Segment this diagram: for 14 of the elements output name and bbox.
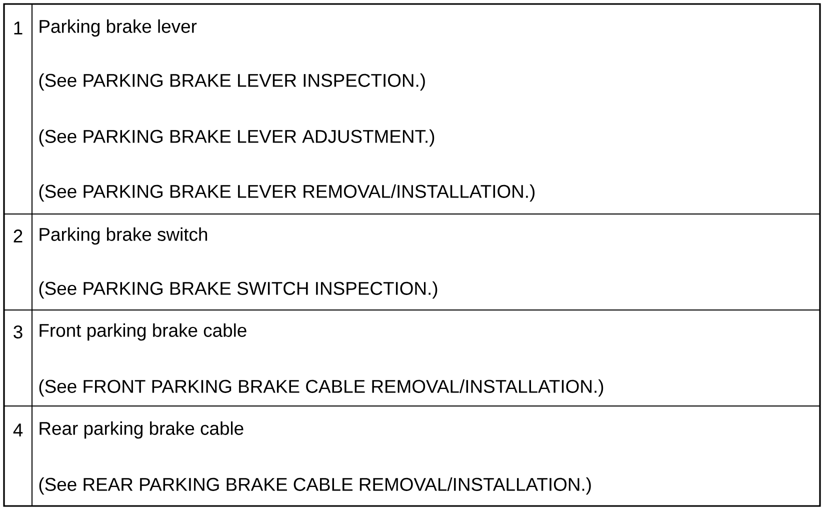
reference-note: (See FRONT PARKING BRAKE CABLE REMOVAL/INSTALLATION.): [39, 379, 604, 397]
reference-note: (See REAR PARKING BRAKE CABLE REMOVAL/INSTALLATION.): [39, 477, 591, 495]
row-number: 1: [14, 22, 22, 34]
part-name: Rear parking brake cable: [40, 421, 244, 439]
reference-note: (See PARKING BRAKE LEVER ADJUSTMENT.): [39, 129, 434, 147]
part-name: Parking brake lever: [40, 19, 197, 37]
reference-note: (See PARKING BRAKE LEVER INSPECTION.): [39, 73, 425, 91]
row-number: 2: [14, 230, 22, 242]
reference-note: (See PARKING BRAKE LEVER REMOVAL/INSTALLATION.): [39, 184, 534, 202]
reference-note: (See PARKING BRAKE SWITCH INSPECTION.): [39, 281, 438, 299]
row-number: 4: [13, 424, 23, 436]
row-number: 3: [14, 325, 22, 339]
part-name: Parking brake switch: [40, 227, 208, 245]
part-name: Front parking brake cable: [40, 323, 246, 341]
